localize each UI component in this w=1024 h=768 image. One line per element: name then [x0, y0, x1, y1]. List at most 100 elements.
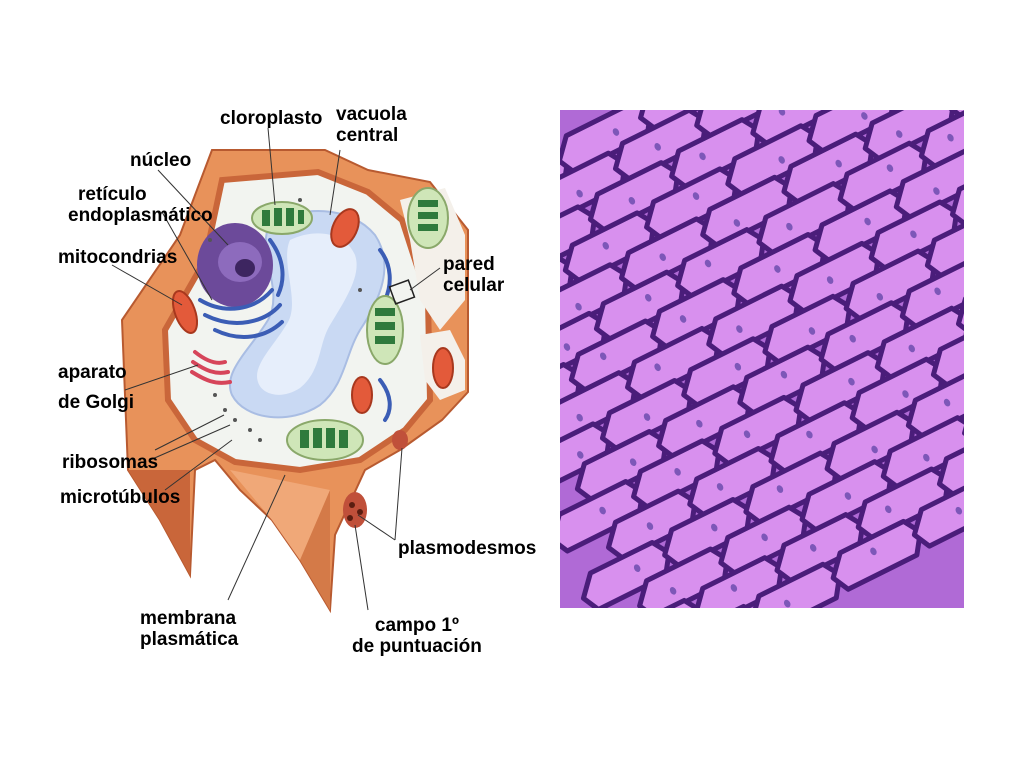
- micrograph-cell-nucleus: [669, 587, 677, 595]
- micrograph-cell-nucleus: [806, 430, 813, 439]
- micrograph-cell-nucleus: [861, 112, 868, 120]
- micrograph-cell-nucleus: [576, 189, 583, 198]
- endoplasmic-reticulum: [198, 238, 392, 422]
- golgi-apparatus: [190, 350, 232, 385]
- micrograph-cell-nucleus: [602, 241, 609, 250]
- micrograph-cell-nucleus: [730, 584, 738, 592]
- micrograph-cell-nucleus: [628, 196, 636, 205]
- micrograph-cell-nucleus: [599, 506, 606, 515]
- micrograph-cell-nucleus: [734, 362, 742, 371]
- chloroplast: [407, 187, 449, 249]
- micrograph-cell: [905, 364, 964, 440]
- micrograph-cell-nucleus: [864, 217, 871, 226]
- micrograph-cell-nucleus: [848, 377, 855, 386]
- ribosomes: [208, 198, 362, 442]
- micrograph-cell: [936, 423, 964, 498]
- micrograph-cell-nucleus: [696, 419, 703, 428]
- micrograph-cell-nucleus: [733, 219, 741, 227]
- micrograph-cell-nucleus: [955, 506, 963, 515]
- micrograph-cell: [930, 313, 964, 389]
- micrograph-cell-nucleus: [577, 451, 584, 459]
- micrograph-cell-nucleus: [644, 293, 652, 302]
- micrograph-cell-nucleus: [643, 413, 651, 421]
- micrograph-cell-nucleus: [778, 156, 785, 164]
- micrograph-cell-nucleus: [886, 164, 894, 172]
- micrograph-cell-nucleus: [575, 302, 582, 311]
- micrograph-cell-nucleus: [786, 222, 793, 231]
- micrograph-cell-nucleus: [934, 287, 941, 296]
- label-plasmodesmos: plasmodesmos: [398, 538, 537, 559]
- micrograph-cell-nucleus: [674, 468, 681, 476]
- micrograph-cell-nucleus: [761, 533, 768, 542]
- micrograph-cell-nucleus: [908, 344, 916, 353]
- micrograph-cell: [750, 110, 845, 147]
- micrograph-cell-nucleus: [633, 564, 641, 572]
- micrograph-cell-nucleus: [704, 259, 712, 268]
- micrograph-cell: [949, 153, 964, 229]
- chloroplast: [366, 295, 404, 365]
- micrograph-cells: [560, 110, 964, 608]
- micrograph-cell: [830, 518, 923, 592]
- micrograph-cell-nucleus: [654, 363, 661, 372]
- micrograph-cell-nucleus: [849, 334, 856, 343]
- micrograph-cell: [749, 561, 843, 608]
- micrograph-cell-nucleus: [629, 458, 637, 466]
- micrograph-cell-nucleus: [774, 265, 781, 273]
- micrograph-cell-nucleus: [835, 159, 842, 168]
- micrograph-cell: [874, 305, 964, 381]
- micrograph-cell-nucleus: [826, 276, 834, 284]
- label-cloroplasto: cloroplasto: [220, 108, 323, 129]
- micrograph-cell-nucleus: [783, 599, 791, 608]
- micrograph-cell: [924, 205, 964, 280]
- micrograph-cell-nucleus: [885, 505, 892, 514]
- chloroplast: [251, 201, 313, 235]
- micrograph-cell-nucleus: [896, 130, 903, 138]
- nucleus: [197, 223, 273, 307]
- micrograph-cell-nucleus: [659, 253, 666, 261]
- micrograph-cell-nucleus: [736, 325, 743, 333]
- micrograph-cell: [880, 415, 964, 491]
- micrograph-cell-nucleus: [776, 485, 784, 493]
- label-mitocondrias: mitocondrias: [58, 247, 178, 268]
- micrograph-cell: [893, 147, 964, 221]
- micrograph-cell-nucleus: [870, 547, 877, 556]
- micrograph-cell-nucleus: [943, 398, 951, 407]
- micrograph-cell: [955, 263, 964, 338]
- micrograph-cell: [918, 110, 964, 170]
- onion-epidermis-micrograph: [560, 110, 964, 608]
- micrograph-cell-nucleus: [716, 483, 724, 491]
- plasmodesmata: [343, 430, 408, 528]
- micrograph-cell-nucleus: [778, 110, 786, 116]
- micrograph-cell-nucleus: [576, 413, 583, 422]
- leader-lines: [111, 127, 441, 611]
- micrograph-cell-nucleus: [809, 544, 817, 552]
- micrograph-cell-nucleus: [947, 133, 954, 142]
- micrograph-cell-nucleus: [654, 143, 661, 151]
- micrograph-cell-nucleus: [876, 292, 884, 301]
- micrograph-cell-nucleus: [692, 192, 700, 200]
- micrograph-cell-nucleus: [563, 343, 571, 351]
- micrograph-cell-nucleus: [844, 492, 852, 500]
- micrograph-cell-nucleus: [933, 187, 940, 195]
- micrograph-cell-nucleus: [808, 327, 816, 335]
- micrograph-cell-nucleus: [780, 370, 788, 379]
- label-microtubulos: microtúbulos: [60, 487, 181, 508]
- micrograph-cell-nucleus: [711, 523, 718, 532]
- micrograph-cell: [668, 603, 763, 608]
- micrograph-cell-nucleus: [679, 315, 687, 323]
- micrograph-cell-nucleus: [699, 152, 706, 161]
- micrograph-cell: [612, 597, 704, 608]
- micrograph-cell-nucleus: [599, 352, 607, 361]
- micrograph-cell-nucleus: [923, 453, 930, 462]
- micrograph-cell-nucleus: [871, 445, 878, 454]
- chloroplast: [286, 419, 364, 461]
- micrograph-cell-nucleus: [743, 430, 751, 439]
- micrograph-cell: [899, 256, 964, 330]
